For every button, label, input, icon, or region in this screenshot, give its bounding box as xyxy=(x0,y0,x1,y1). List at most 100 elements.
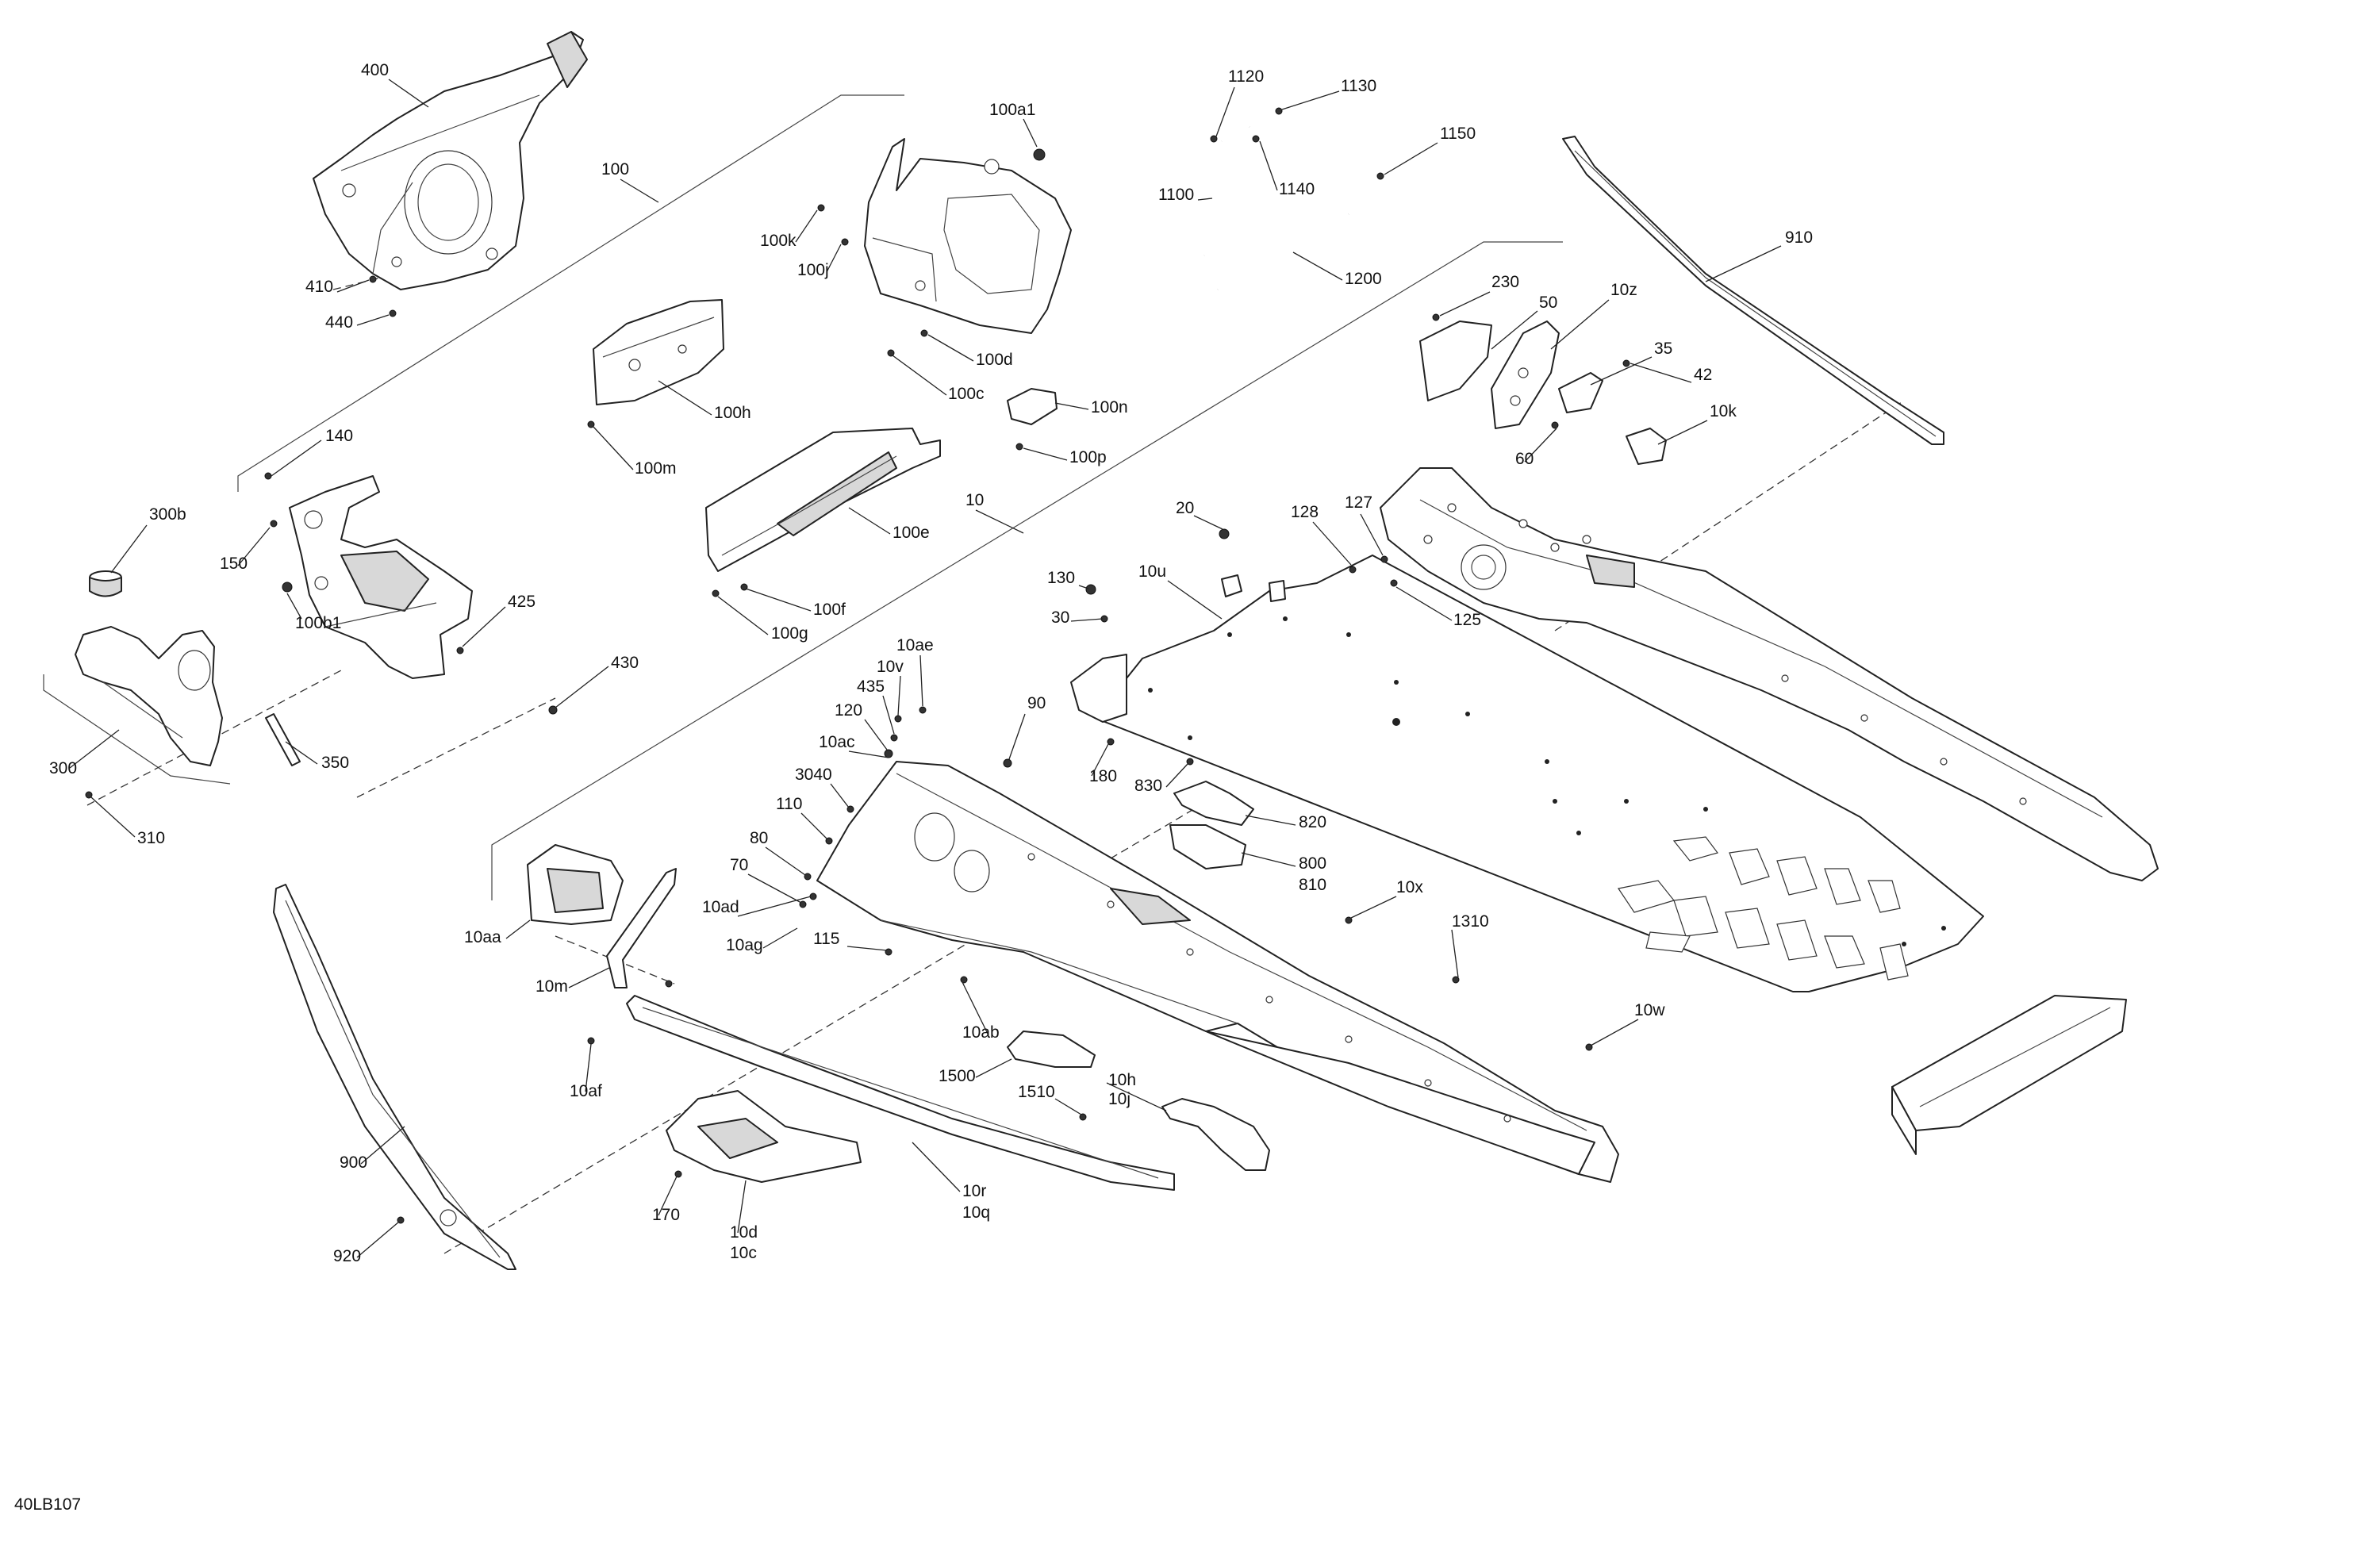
part-label-100e: 100e xyxy=(892,524,930,542)
part-label-1140: 1140 xyxy=(1279,180,1315,198)
footrest-10d xyxy=(666,1090,862,1183)
part-label-127: 127 xyxy=(1345,493,1372,512)
part-label-300: 300 xyxy=(49,759,77,777)
part-label-440: 440 xyxy=(325,313,353,332)
rail-holes xyxy=(1027,503,2027,1123)
part-label-430: 430 xyxy=(611,654,639,672)
rail-910 xyxy=(1562,136,1944,445)
fasteners xyxy=(85,107,1630,1224)
chassis-100 xyxy=(864,138,1072,334)
part-label-1150: 1150 xyxy=(1440,125,1476,143)
bracket-800 xyxy=(1169,824,1246,869)
part-label-900: 900 xyxy=(340,1153,367,1172)
part-label-800: 800 xyxy=(1299,854,1326,873)
part-label-810: 810 xyxy=(1299,876,1326,894)
part-label-128: 128 xyxy=(1291,503,1319,521)
part-label-10ab: 10ab xyxy=(962,1023,1000,1042)
part-label-170: 170 xyxy=(652,1206,680,1224)
part-label-100m: 100m xyxy=(635,459,677,478)
leader-lines xyxy=(69,79,1782,1258)
part-label-100d: 100d xyxy=(976,351,1013,369)
part-label-10ac: 10ac xyxy=(819,733,855,751)
part-label-100g: 100g xyxy=(771,624,808,643)
bracket-10z xyxy=(1491,320,1560,429)
rail-900 xyxy=(273,884,516,1270)
part-label-10m: 10m xyxy=(536,977,568,996)
bracket-820 xyxy=(1173,781,1254,826)
part-label-90: 90 xyxy=(1027,694,1046,712)
part-label-10af: 10af xyxy=(570,1082,602,1100)
mid-frame-140 xyxy=(289,475,473,679)
part-label-10h: 10h xyxy=(1108,1071,1136,1089)
part-label-435: 435 xyxy=(857,677,885,696)
part-label-1130: 1130 xyxy=(1341,77,1376,95)
part-label-10ad: 10ad xyxy=(702,898,739,916)
part-label-1100: 1100 xyxy=(1158,186,1194,204)
part-label-830: 830 xyxy=(1134,777,1162,795)
bar-10r xyxy=(626,995,1175,1191)
part-label-10v: 10v xyxy=(877,658,904,676)
part-label-115: 115 xyxy=(813,930,839,948)
part-label-1120: 1120 xyxy=(1228,67,1264,86)
part-label-10x: 10x xyxy=(1396,878,1423,896)
part-label-42: 42 xyxy=(1694,366,1712,384)
tunnel-10 xyxy=(816,467,2159,1183)
part-label-120: 120 xyxy=(835,701,862,720)
part-label-50: 50 xyxy=(1539,294,1557,312)
part-label-910: 910 xyxy=(1785,228,1813,247)
part-label-425: 425 xyxy=(508,593,536,611)
panel-100e xyxy=(705,428,941,572)
bracket-10h xyxy=(1161,1098,1270,1171)
part-label-10z: 10z xyxy=(1610,281,1637,299)
part-label-130: 130 xyxy=(1047,569,1075,587)
front-bracket-300 xyxy=(75,626,223,766)
part-label-300b: 300b xyxy=(149,505,186,524)
part-label-310: 310 xyxy=(137,829,165,847)
bracket-35 xyxy=(1558,372,1603,413)
part-label-10ag: 10ag xyxy=(726,936,763,954)
part-label-100k: 100k xyxy=(760,232,797,250)
part-label-100h: 100h xyxy=(714,404,751,422)
part-label-10j: 10j xyxy=(1108,1090,1130,1108)
part-label-180: 180 xyxy=(1089,767,1117,785)
part-label-1500: 1500 xyxy=(939,1067,976,1085)
step-10ab xyxy=(1007,1031,1096,1068)
part-label-1200: 1200 xyxy=(1345,270,1382,288)
diagram-code: 40LB107 xyxy=(14,1495,81,1514)
part-label-70: 70 xyxy=(730,856,748,874)
grille-10aa xyxy=(527,844,624,925)
part-label-10u: 10u xyxy=(1138,562,1166,581)
part-label-80: 80 xyxy=(750,829,768,847)
part-label-10r: 10r xyxy=(962,1182,986,1200)
bar-10m xyxy=(606,868,677,988)
part-label-10ae: 10ae xyxy=(896,636,934,654)
bracket-230 xyxy=(1419,320,1492,401)
part-label-10d: 10d xyxy=(730,1223,758,1242)
part-label-1310: 1310 xyxy=(1452,912,1489,931)
part-label-100: 100 xyxy=(601,160,629,178)
part-label-60: 60 xyxy=(1515,450,1534,468)
part-label-100c: 100c xyxy=(948,385,985,403)
bracket-10k xyxy=(1626,428,1667,465)
part-label-10k: 10k xyxy=(1710,402,1737,420)
part-label-10: 10 xyxy=(965,491,984,509)
part-label-3040: 3040 xyxy=(795,766,832,784)
part-label-125: 125 xyxy=(1453,611,1481,629)
part-label-110: 110 xyxy=(776,795,802,813)
part-label-100b1: 100b1 xyxy=(295,614,341,632)
cap-100n xyxy=(1007,388,1058,425)
part-label-100n: 100n xyxy=(1091,398,1128,416)
spacer-350 xyxy=(265,713,301,766)
part-label-410: 410 xyxy=(305,278,333,296)
plate-holes xyxy=(1148,616,1946,946)
part-label-230: 230 xyxy=(1491,273,1519,291)
part-label-10q: 10q xyxy=(962,1203,990,1222)
part-label-100a1: 100a1 xyxy=(989,101,1035,119)
part-label-140: 140 xyxy=(325,427,353,445)
part-label-20: 20 xyxy=(1176,499,1194,517)
part-label-820: 820 xyxy=(1299,813,1326,831)
part-label-10c: 10c xyxy=(730,1244,757,1262)
part-label-35: 35 xyxy=(1654,340,1672,358)
part-label-30: 30 xyxy=(1051,608,1069,627)
